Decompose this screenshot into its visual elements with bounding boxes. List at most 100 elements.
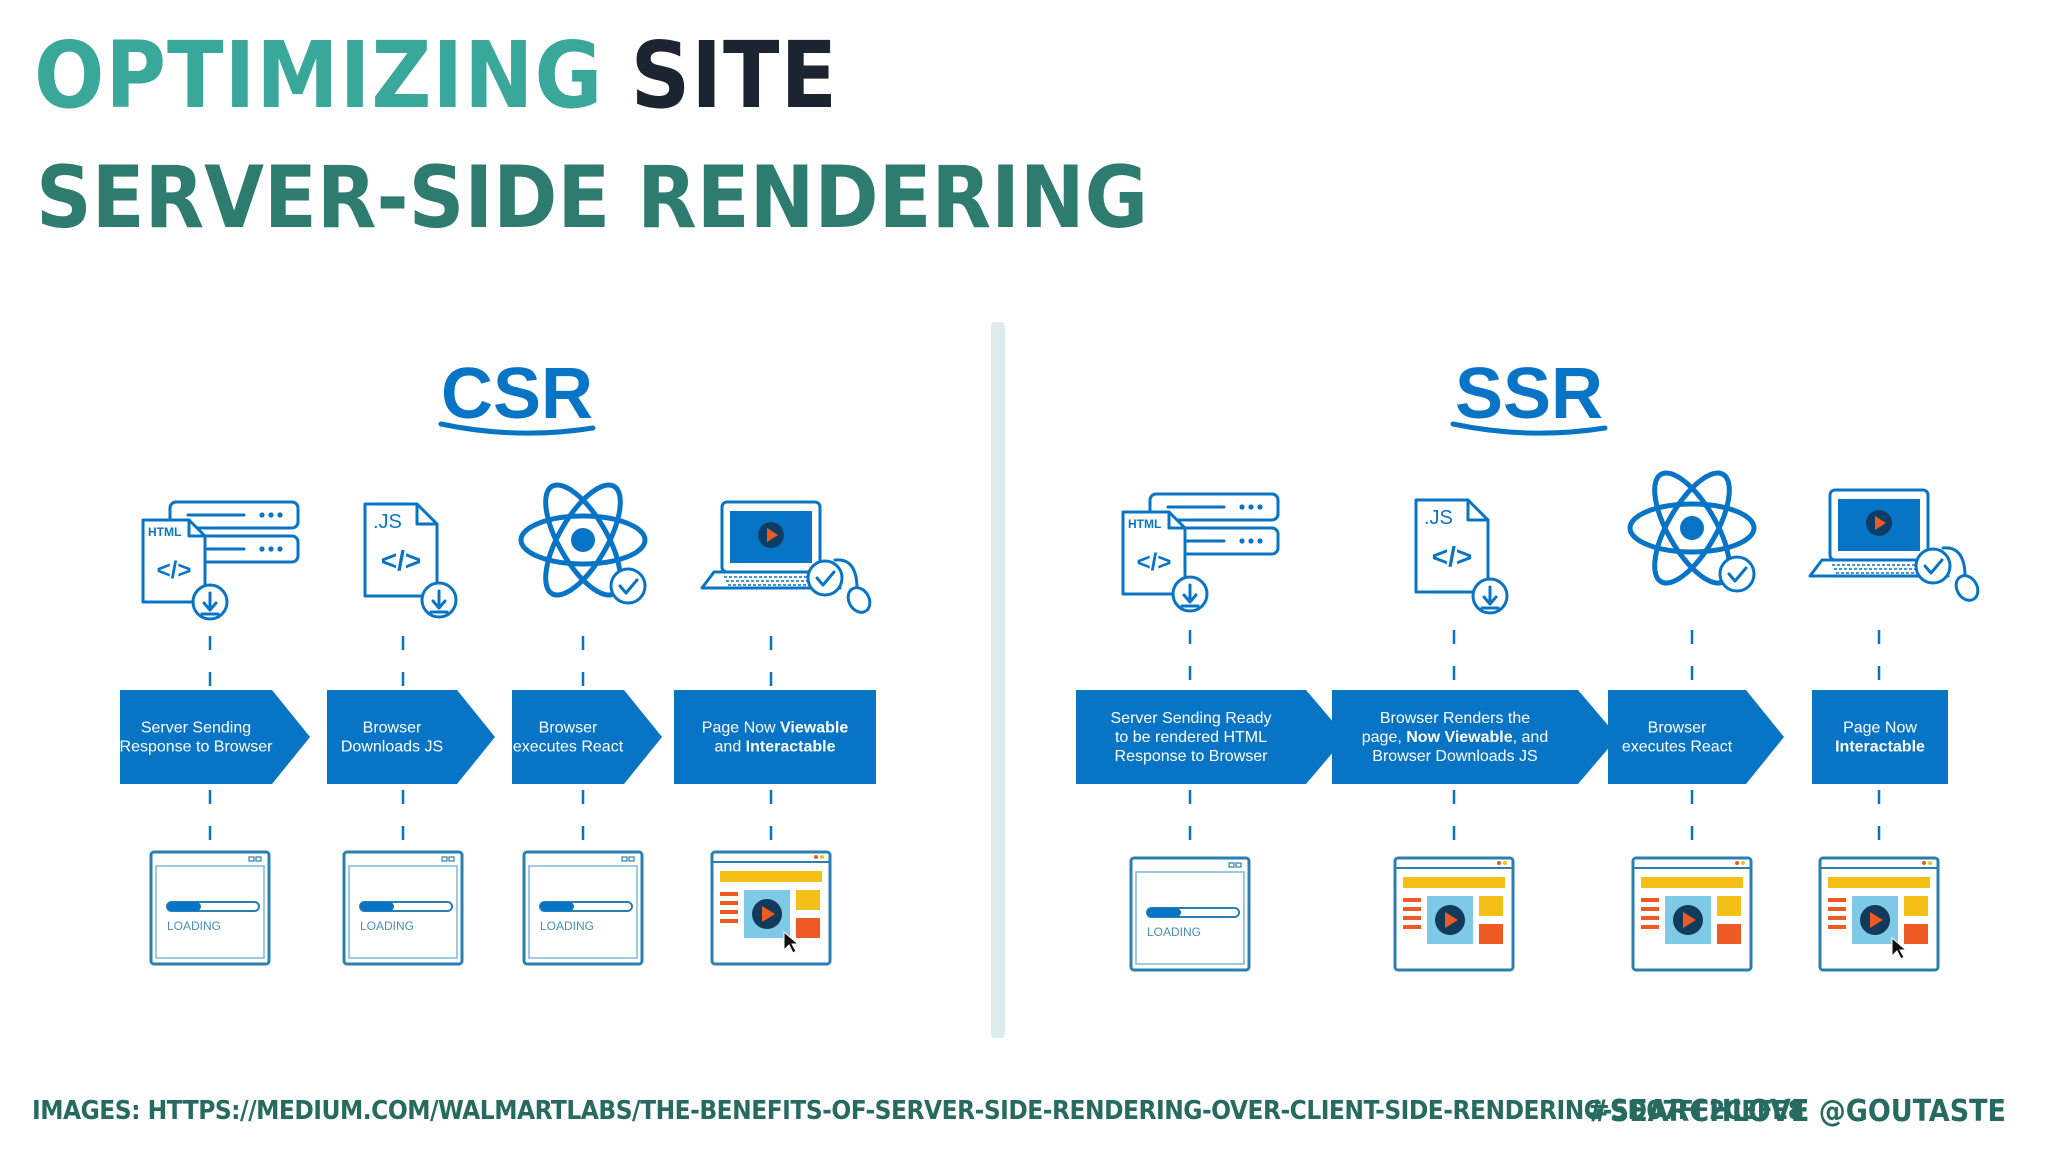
step-label-text: to be rendered HTML <box>1115 729 1267 746</box>
text-line <box>1828 925 1846 929</box>
atom-nucleus <box>571 528 595 552</box>
loading-label: LOADING <box>360 919 414 933</box>
code-glyph: </> <box>1137 549 1172 576</box>
file-type-label: .JS <box>373 511 402 533</box>
step-label-text: Page Now <box>1843 720 1917 737</box>
loading-screen: LOADING <box>522 850 644 966</box>
text-line <box>1828 898 1846 902</box>
progress-fill <box>540 902 574 911</box>
step-label-emphasis: Interactable <box>746 739 836 756</box>
check-badge <box>1718 555 1756 593</box>
step-label-text: Server Sending Ready <box>1111 710 1272 727</box>
step-label-text: and <box>715 739 746 756</box>
server-bar <box>1148 492 1280 522</box>
check-badge <box>806 559 844 597</box>
loading-label: LOADING <box>167 919 221 933</box>
images-credit: IMAGES: HTTPS://MEDIUM.COM/WALMARTLABS/T… <box>32 1096 1804 1126</box>
js-file-icon: .JS </> <box>363 502 458 619</box>
step-label: Browser <box>1648 720 1707 737</box>
file-type-label: .JS <box>1424 507 1453 529</box>
step-label: and Interactable <box>715 739 836 756</box>
cursor-icon <box>1891 936 1908 960</box>
step-label-text: Server Sending <box>141 720 251 737</box>
code-glyph: </> <box>157 557 192 584</box>
step-label-text: executes React <box>513 739 624 756</box>
step-shape <box>1608 690 1784 784</box>
step-label-text: , and <box>1513 729 1549 746</box>
step-label-text: page, <box>1362 729 1406 746</box>
loading-screen: LOADING <box>342 850 464 966</box>
cursor-icon <box>783 930 800 954</box>
atom-orbit <box>518 513 648 567</box>
step-label-emphasis: Now Viewable <box>1406 729 1513 746</box>
step-shape <box>512 690 662 784</box>
step-label: Browser <box>363 720 422 737</box>
title-part1: OPTIMIZING <box>34 22 604 129</box>
step-label-text: Browser <box>1648 720 1707 737</box>
section-heading: SSR <box>1455 354 1603 434</box>
play-triangle <box>767 528 778 542</box>
step-label: Response to Browser <box>1115 748 1269 765</box>
html-server-icon: HTML</> <box>1121 492 1280 613</box>
progress-fill <box>1147 908 1181 917</box>
step-label: to be rendered HTML <box>1115 729 1267 746</box>
play-triangle <box>1445 912 1458 928</box>
file-type-label: HTML <box>148 525 181 539</box>
slide-subtitle: SERVER-SIDE RENDERING <box>36 148 1149 248</box>
csr-heading: CSR <box>438 354 596 436</box>
step-shape <box>1812 690 1948 784</box>
text-line <box>1641 907 1659 911</box>
step-shape <box>327 690 495 784</box>
page-banner <box>1641 877 1743 888</box>
file-icon <box>141 518 207 604</box>
step-label: executes React <box>513 739 624 756</box>
loading-label: LOADING <box>1147 925 1201 939</box>
progress-fill <box>167 902 201 911</box>
file-icon <box>363 502 439 598</box>
step-label: executes React <box>1622 739 1733 756</box>
ssr-step-1: Server Sending Ready to be rendered HTML R… <box>1076 690 1346 784</box>
rendered-page-screen <box>1393 856 1515 972</box>
interactive-page-screen <box>710 850 832 966</box>
atom-orbit <box>1627 501 1757 555</box>
check-badge <box>1914 547 1952 585</box>
step-label: Page Now <box>1843 720 1917 737</box>
code-glyph: </> <box>1432 541 1472 572</box>
step-label-text: Browser <box>363 720 422 737</box>
loading-label: LOADING <box>540 919 594 933</box>
html-server-icon: HTML </> <box>141 500 300 621</box>
text-line <box>720 919 738 923</box>
step-label: Browser <box>539 720 598 737</box>
text-line <box>1403 925 1421 929</box>
slide-title: OPTIMIZING SITE <box>34 26 838 126</box>
step-label: page, Now Viewable, and <box>1362 729 1548 746</box>
text-line <box>1828 916 1846 920</box>
loading-screen: LOADING <box>1129 856 1251 972</box>
step-label: Server Sending <box>141 720 251 737</box>
page-banner <box>1828 877 1930 888</box>
text-line <box>1641 916 1659 920</box>
step-label: Server Sending Ready <box>1111 710 1272 727</box>
text-line <box>720 901 738 905</box>
text-line <box>1828 907 1846 911</box>
loading-screen: LOADING <box>149 850 271 966</box>
text-line <box>1403 898 1421 902</box>
step-label: Interactable <box>1835 739 1925 756</box>
heading-underline <box>438 421 596 436</box>
laptop-icon <box>1808 488 1980 602</box>
js-file-icon: .JS </> <box>1414 498 1509 615</box>
code-glyph: </> <box>381 545 421 576</box>
step-shape <box>1332 690 1618 784</box>
step-label-emphasis: Viewable <box>780 720 848 737</box>
check-badge <box>609 567 647 605</box>
ssr-step-2: Browser Renders the page, Now Viewable, a… <box>1332 690 1618 784</box>
hashtag: #SEARCHLOVE @GOUTASTE <box>1587 1094 2006 1129</box>
rendered-page-screen <box>1631 856 1753 972</box>
atom-orbit <box>543 482 623 598</box>
file-icon <box>1414 498 1490 594</box>
step-label-text: Browser Renders the <box>1380 710 1530 727</box>
step-label-text: Page Now <box>702 720 780 737</box>
page-banner <box>1403 877 1505 888</box>
step-label-emphasis: Interactable <box>1835 739 1925 756</box>
